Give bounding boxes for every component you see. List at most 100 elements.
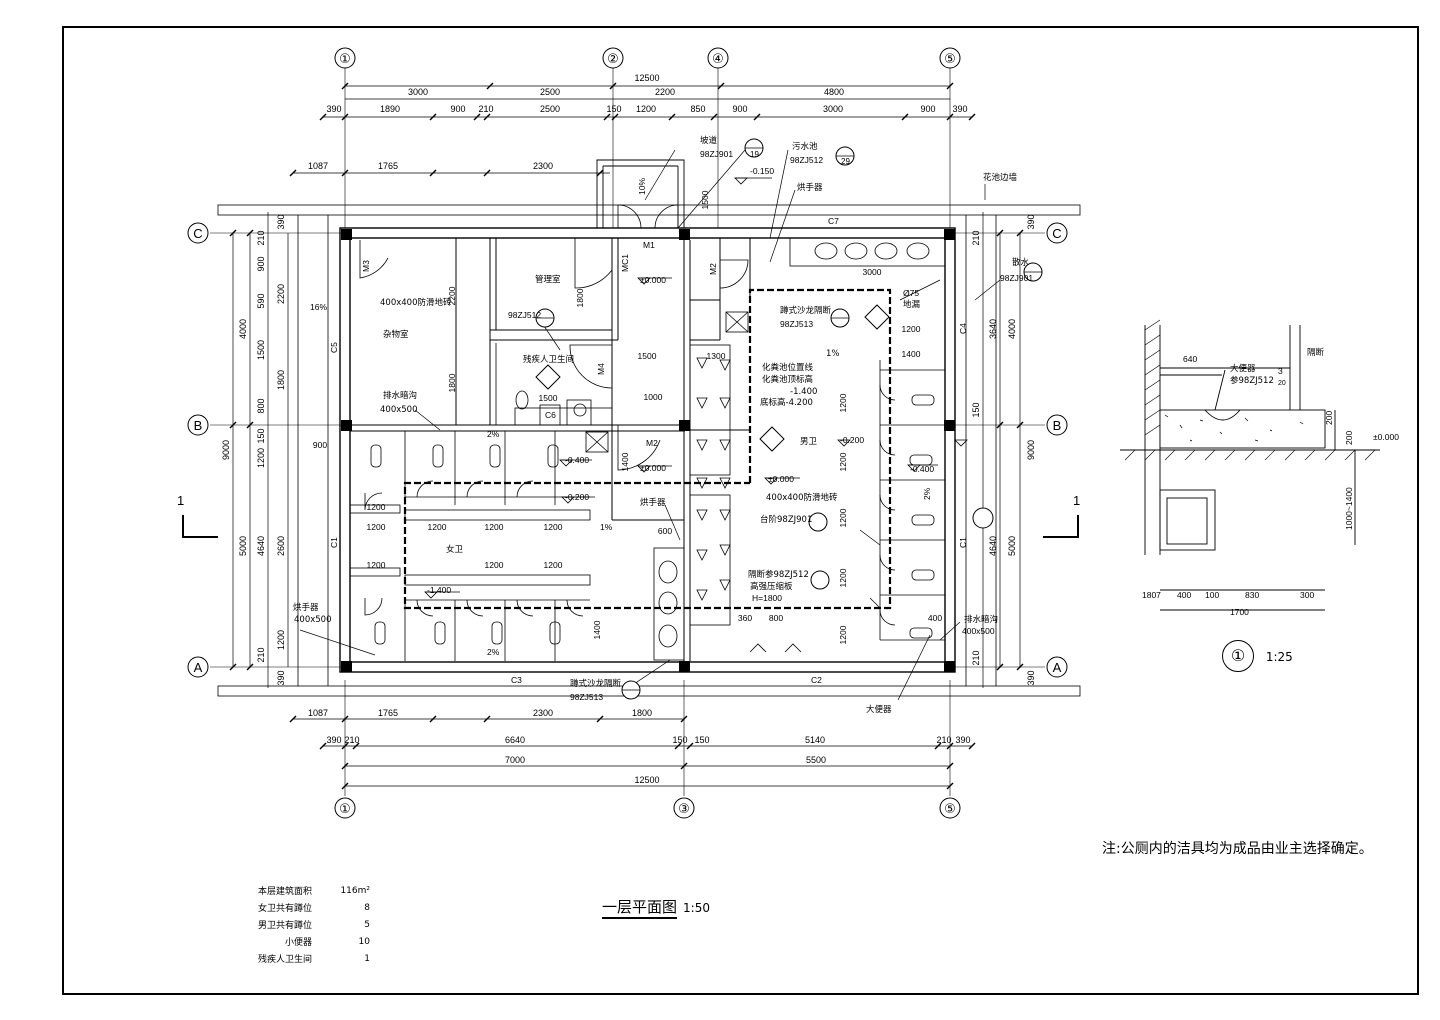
stat-value: 8 <box>364 902 370 913</box>
detail-dim-5: 300 <box>1300 590 1314 600</box>
left-dimension-text: 9000 4000 5000 210 900 590 1500 800 150 … <box>221 214 286 685</box>
label-drain-left: 排水暗沟 <box>383 390 417 401</box>
detail-dim-640: 640 <box>1183 354 1197 364</box>
svg-text:1200: 1200 <box>544 560 563 570</box>
dim-right-r3-3: 150 <box>971 402 981 417</box>
detail-text: 640 大便器 参98ZJ512 3 20 隔断 ±0.000 200 200 … <box>1142 347 1399 617</box>
detail-dim-total: 1700 <box>1230 607 1249 617</box>
label-septic-bottom: 底标高-4.200 <box>760 397 813 408</box>
label-sink-ref: 98ZJ512 <box>790 155 823 165</box>
level-women-b: -0.200 <box>565 492 589 502</box>
dim-left-r2-1: 210 <box>256 230 266 245</box>
svg-text:1400: 1400 <box>592 620 602 639</box>
slope-men: 2% <box>922 487 932 500</box>
dim-right-r2-1: 3640 <box>988 319 998 339</box>
grid-label-left-c: C <box>193 226 202 241</box>
label-door-mc1: MC1 <box>620 254 630 272</box>
drawing-title: 一层平面图 <box>602 898 678 919</box>
detail-ref: 参98ZJ512 <box>1230 375 1274 386</box>
svg-text:3000: 3000 <box>863 267 882 277</box>
label-septic-2: 化粪池顶标高 <box>762 374 813 385</box>
dim-top-overall: 12500 <box>634 73 659 83</box>
right-dimension-text: 9000 4000 5000 3640 4640 390 210 150 210… <box>971 214 1036 685</box>
detail-dim-1: 1807 <box>1142 590 1161 600</box>
stat-value: 1 <box>364 953 370 964</box>
dim-top-r1-3: 2200 <box>655 87 675 97</box>
dim-left-r3-3: 1800 <box>276 370 286 390</box>
dim-right-r3-5: 390 <box>1026 670 1036 685</box>
dim-left-r2-8: 4640 <box>256 536 266 556</box>
stat-label: 男卫共有蹲位 <box>257 921 312 931</box>
stat-label: 女卫共有蹲位 <box>257 904 312 914</box>
interior-dimensions: 1200 1200 1200 1200 1200 1200 1200 1200 … <box>313 190 942 644</box>
dim-top-r3-3: 2300 <box>533 161 553 171</box>
label-squat-ref: 98ZJ513 <box>780 319 813 329</box>
label-dryer-left-size: 400x500 <box>294 615 331 625</box>
grid-label-right-c: C <box>1052 226 1061 241</box>
grid-label-left-b: B <box>194 418 203 433</box>
svg-text:1200: 1200 <box>838 452 848 471</box>
label-men-floor: 400x400防滑地砖 <box>766 492 838 503</box>
section-markers <box>182 515 1079 538</box>
label-drain-right: 排水暗沟 <box>964 614 998 625</box>
label-storage: 杂物室 <box>383 329 409 340</box>
dim-left-r2-9: 210 <box>256 647 266 662</box>
dim-left-r2-4: 1500 <box>256 340 266 360</box>
svg-text:1200: 1200 <box>428 522 447 532</box>
label-storage-floor: 400x400防滑地砖 <box>380 297 452 308</box>
label-septic: 化粪池位置线 <box>762 362 814 373</box>
slope-entry: 10% <box>637 178 647 195</box>
dim-left-r2-7: 1200 <box>256 448 266 468</box>
men-stalls <box>585 237 946 653</box>
detail-dim-200b: 200 <box>1344 431 1354 445</box>
grid-label-left-a: A <box>194 660 203 675</box>
dim-right-r3-2: 210 <box>971 230 981 245</box>
label-win-c6: C6 <box>545 410 556 420</box>
dimension-lines <box>232 85 1021 787</box>
dim-right-r3-1: 390 <box>1026 214 1036 229</box>
label-scatter-ref: 98ZJ901 <box>1000 273 1033 283</box>
wash-basins <box>653 547 685 661</box>
svg-text:1500: 1500 <box>539 393 558 403</box>
svg-text:1200: 1200 <box>838 393 848 412</box>
label-office: 管理室 <box>535 274 561 285</box>
dim-top-r2-2: 1890 <box>380 104 400 114</box>
detail-level: ±0.000 <box>1373 432 1399 442</box>
grid-label-top-2: ② <box>607 52 619 67</box>
svg-text:1500: 1500 <box>638 351 657 361</box>
svg-text:800: 800 <box>769 613 783 623</box>
urinals <box>696 357 731 601</box>
dim-top-r2-7: 1200 <box>636 104 656 114</box>
exterior-walls <box>339 227 956 673</box>
level-women-entry: ±0.000 <box>640 463 666 473</box>
label-men: 男卫 <box>800 437 818 447</box>
label-ramp-ref: 98ZJ901 <box>700 149 733 159</box>
dim-left-r2-6: 150 <box>256 428 266 443</box>
stat-row: 残疾人卫生间 1 <box>230 950 370 967</box>
detail-dim-4: 830 <box>1245 590 1259 600</box>
section-mark-right: 1 <box>1073 493 1080 508</box>
grid-label-bottom-5: ⑤ <box>944 802 956 817</box>
svg-text:900: 900 <box>313 440 327 450</box>
dim-right-r1-1: 4000 <box>1007 319 1017 339</box>
dimension-ticks <box>229 82 1024 790</box>
detail-ref-mark: 3 <box>1278 366 1283 376</box>
slope-women-bottom: 2% <box>487 647 500 657</box>
grid-label-right-a: A <box>1053 660 1062 675</box>
label-ramp-detail: 19 <box>750 150 759 159</box>
dim-bot-r2-1: 390 <box>326 735 341 745</box>
label-squat-pan: 大便器 <box>866 704 892 715</box>
dim-bot-r2-7: 210 <box>936 735 951 745</box>
svg-text:1200: 1200 <box>367 560 386 570</box>
label-sink-detail: 29 <box>841 157 850 166</box>
dim-left-r3-2: 2200 <box>276 284 286 304</box>
grid-label-top-1: ① <box>339 52 351 67</box>
stat-label: 残疾人卫生间 <box>257 955 312 965</box>
slope-storage: 16% <box>310 302 327 312</box>
label-drain-left-size: 400x500 <box>380 405 417 415</box>
svg-text:1800: 1800 <box>447 373 457 392</box>
dim-top-r2-5: 2500 <box>540 104 560 114</box>
detail-scale: 1:25 <box>1265 650 1293 664</box>
label-squat-ref-bottom: 98ZJ513 <box>570 692 603 702</box>
dim-bot-r1-4: 1800 <box>632 708 652 718</box>
